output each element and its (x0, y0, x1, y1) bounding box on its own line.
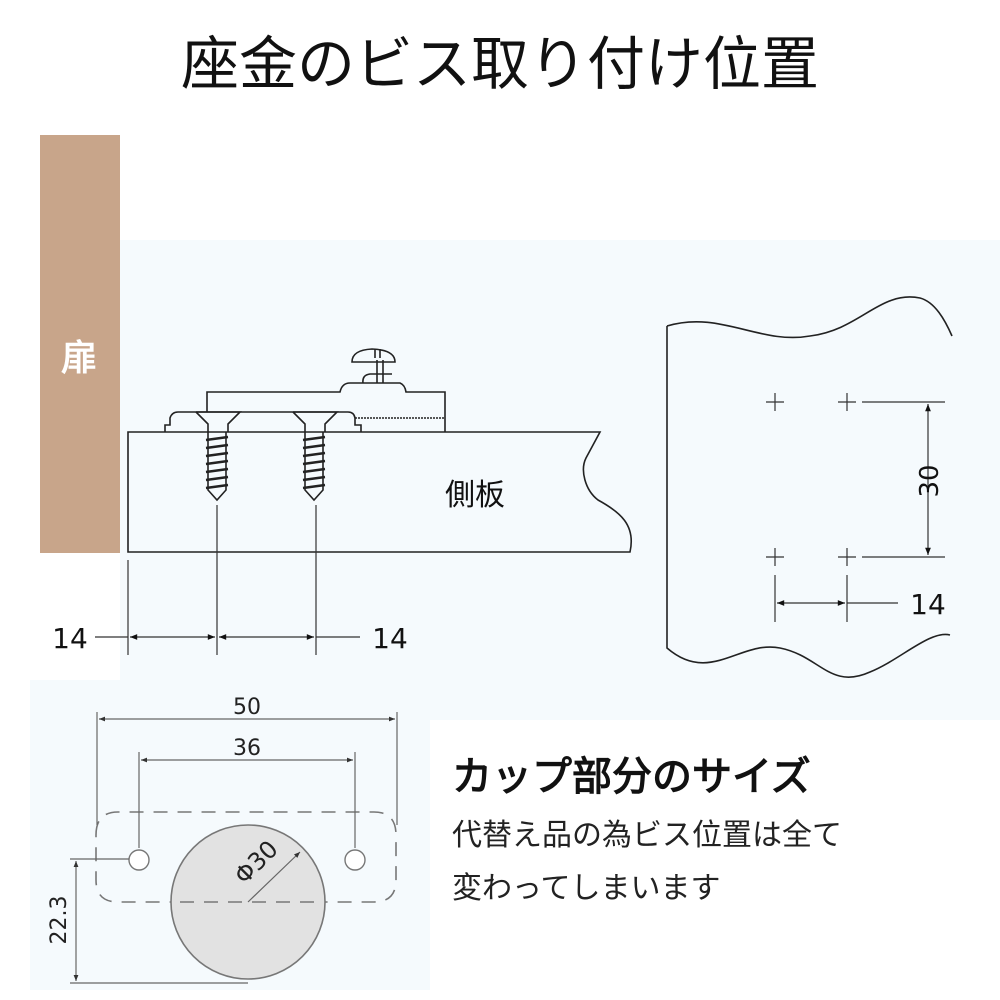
note-line-1: 代替え品の為ビス位置は全て (452, 818, 842, 853)
diagram-background (30, 240, 1000, 990)
dim-width-36: 36 (233, 736, 261, 761)
door-panel (40, 135, 120, 553)
mounting-plate (164, 348, 446, 432)
dim-vertical-spacing: 30 (915, 464, 945, 497)
side-panel-label: 側板 (445, 478, 505, 513)
screw-hole-right (344, 849, 366, 871)
page-title: 座金のビス取り付け位置 (181, 30, 819, 98)
side-panel (127, 431, 633, 553)
note-line-2: 変わってしまいます (452, 871, 721, 906)
screw-left (195, 411, 242, 502)
screw-right (292, 411, 339, 502)
screw-hole-marks (766, 393, 945, 622)
screw-hole-left (128, 849, 150, 871)
door-label: 扉 (61, 338, 97, 379)
cup-plan-view (70, 712, 398, 984)
dim-right-horizontal: 14 (910, 588, 946, 621)
panel-front-view (666, 296, 953, 678)
dim-height: 22.3 (47, 896, 72, 945)
dim-screw-spacing: 14 (372, 622, 408, 655)
dim-width-50: 50 (233, 695, 261, 720)
dimension-lines-bottom (95, 505, 360, 655)
note-heading: カップ部分のサイズ (452, 754, 811, 800)
dim-left-offset: 14 (52, 622, 88, 655)
